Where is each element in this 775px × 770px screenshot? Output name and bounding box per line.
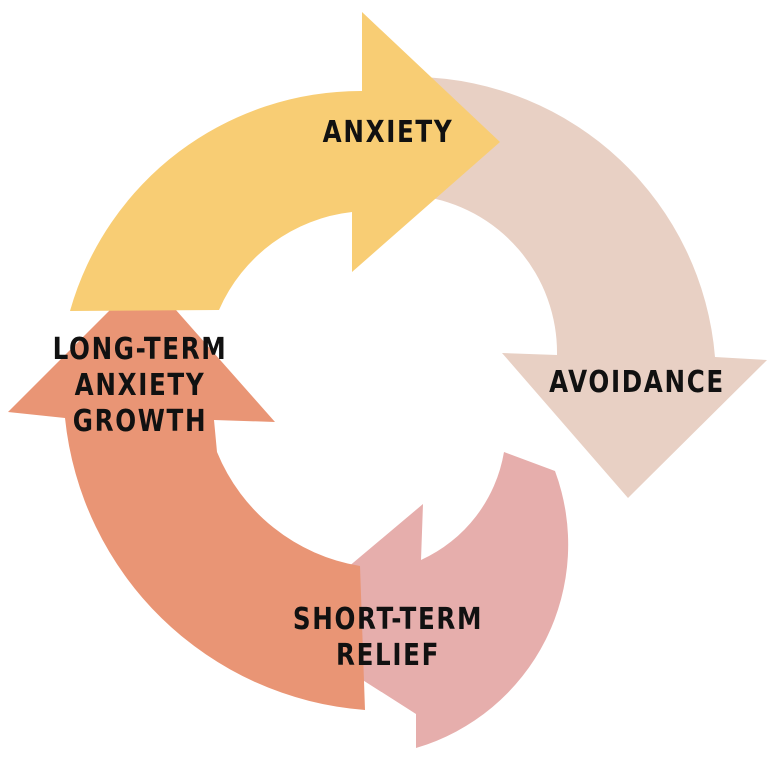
label-line: ANXIETY: [74, 368, 206, 403]
arrow-short-term-relief: [278, 452, 569, 748]
label-short-term-relief: SHORT-TERM RELIEF: [293, 602, 483, 674]
label-line: RELIEF: [335, 638, 441, 673]
label-line: AVOIDANCE: [549, 365, 725, 400]
arrow-anxiety: [70, 12, 500, 311]
label-anxiety: ANXIETY: [323, 115, 454, 151]
label-line: GROWTH: [72, 404, 208, 439]
label-avoidance: AVOIDANCE: [549, 365, 725, 401]
label-long-term-anxiety-growth: LONG-TERM ANXIETY GROWTH: [53, 332, 228, 440]
arrow-avoidance: [418, 77, 767, 498]
label-line: SHORT-TERM: [292, 602, 484, 637]
label-line: LONG-TERM: [52, 332, 228, 367]
arrow-long-term-anxiety-growth: [8, 275, 365, 710]
label-line: ANXIETY: [322, 115, 454, 150]
